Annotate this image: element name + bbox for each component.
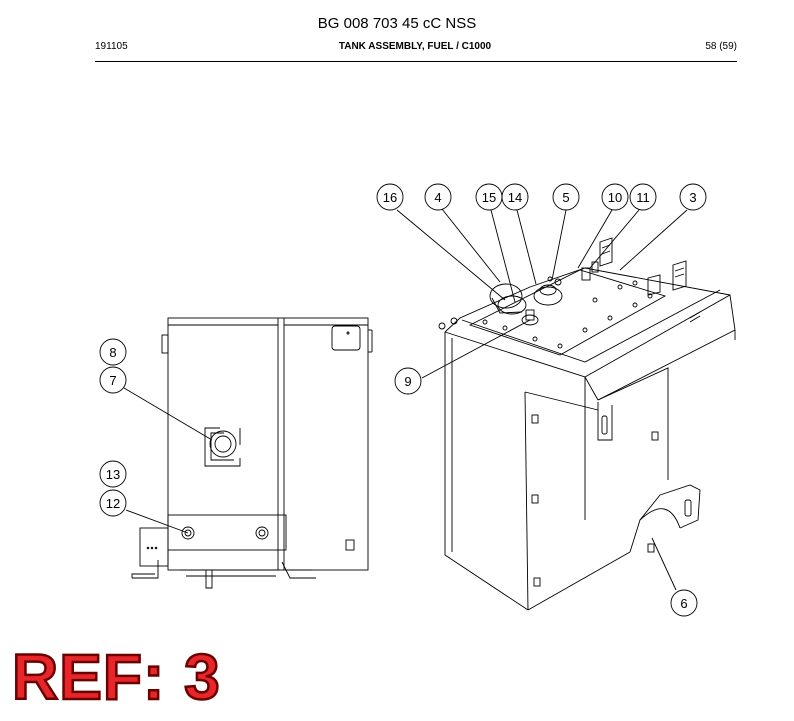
- callout-16: 16: [383, 190, 397, 205]
- callout-12: 12: [106, 496, 120, 511]
- callout-labels: 16 4 15 14 5 10 11 3 8 7 9 13 12 6: [106, 190, 697, 611]
- callout-9: 9: [404, 374, 411, 389]
- leader-lines: [123, 208, 688, 591]
- callout-bubbles: [99, 183, 707, 617]
- header-rule: [95, 61, 737, 62]
- callout-8: 8: [109, 345, 116, 360]
- page-number: 58 (59): [705, 41, 737, 52]
- iso-view-tank: [438, 237, 736, 611]
- callout-6: 6: [680, 596, 687, 611]
- callout-15: 15: [482, 190, 496, 205]
- callout-4: 4: [434, 190, 441, 205]
- callout-14: 14: [508, 190, 522, 205]
- callout-7: 7: [109, 373, 116, 388]
- callout-3: 3: [689, 190, 696, 205]
- callout-11: 11: [636, 190, 650, 205]
- callout-13: 13: [106, 467, 120, 482]
- callout-10: 10: [608, 190, 622, 205]
- callout-5: 5: [562, 190, 569, 205]
- side-view-tank: [131, 317, 373, 589]
- section-title: TANK ASSEMBLY, FUEL / C1000: [338, 41, 492, 52]
- document-title: BG 008 703 45 cC NSS: [317, 15, 477, 32]
- reference-label: REF: 3: [11, 641, 221, 713]
- date-code: 191105: [95, 41, 128, 52]
